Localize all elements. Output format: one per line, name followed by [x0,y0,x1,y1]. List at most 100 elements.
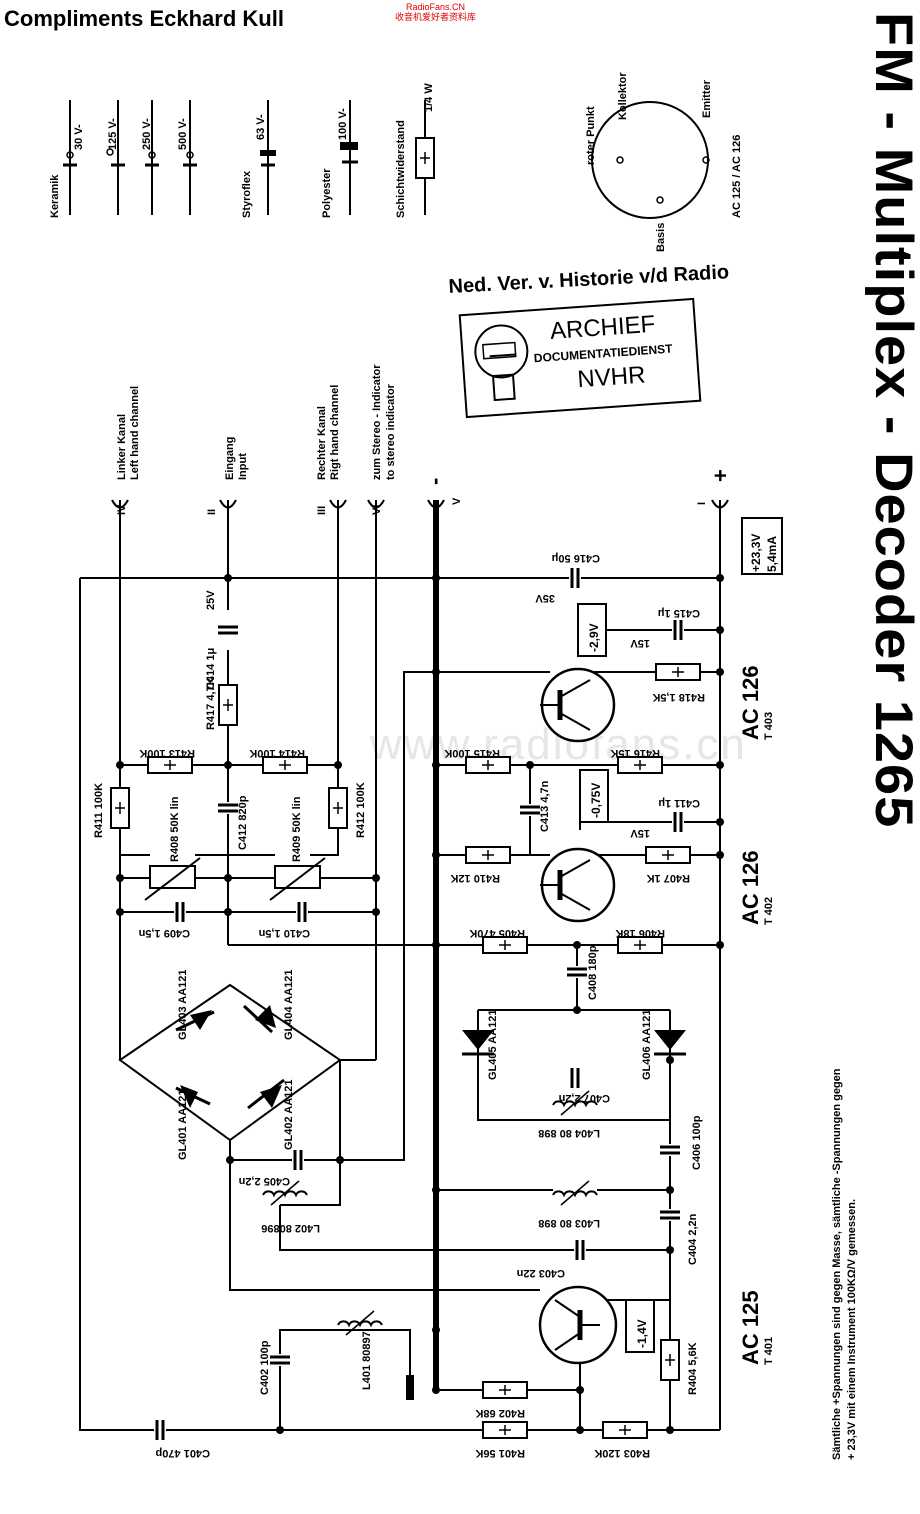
pin-emitter: Emitter [701,79,713,118]
svg-text:C409 1,5n: C409 1,5n [138,927,190,939]
svg-text:R403 120K: R403 120K [594,1447,650,1459]
legend-resistor-w: 1/4 W [423,83,435,112]
svg-text:R402 68K: R402 68K [475,1407,525,1419]
terminal-lugs [111,499,729,509]
svg-text:T 402: T 402 [763,897,775,925]
supply-box [741,517,783,575]
svg-text:C412 820p: C412 820p [237,795,249,850]
archive-stamp: ARCHIEF DOCUMENTATIEDIENST NVHR [458,297,702,419]
svg-text:AC 125: AC 125 [738,1290,763,1365]
svg-text:T 401: T 401 [763,1337,775,1365]
svg-text:L403 80 898: L403 80 898 [538,1217,600,1229]
svg-text:R408 50K lin: R408 50K lin [169,796,181,862]
svg-text:R404 5,6K: R404 5,6K [687,1342,699,1395]
diagram-title: FM - Multiplex - Decoder 1265 [864,12,920,829]
svg-text:C408 180p: C408 180p [587,945,599,1000]
svg-text:V: V [451,497,463,505]
pin-red-dot: roter Punkt [585,106,597,165]
svg-text:Rigt hand channel: Rigt hand channel [329,385,341,480]
svg-text:R413 100K: R413 100K [139,747,195,759]
svg-text:GL405 AA121: GL405 AA121 [487,1009,499,1080]
svg-text:L402 80896: L402 80896 [261,1222,320,1234]
svg-text:to stereo indicator: to stereo indicator [385,383,397,480]
wiring [79,500,721,1431]
svg-text:25V: 25V [205,590,217,610]
svg-text:IV: IV [116,504,128,515]
transistor-labels: AC 126 T 403 AC 126 T 402 AC 125 T 401 [738,665,775,1365]
svg-text:R401 56K: R401 56K [475,1447,525,1459]
part-labels: C416 50μ 35V C415 1μ 15V R418 1,5K R415 … [93,552,705,1459]
voltage-readouts: -2,9V -0,75V -1,4V [577,603,655,1353]
svg-text:GL403 AA121: GL403 AA121 [177,969,189,1040]
svg-text:R406 18K: R406 18K [615,927,665,939]
svg-text:R415 100K: R415 100K [444,747,500,759]
svg-text:Left hand channel: Left hand channel [129,386,141,480]
svg-text:R417 4,7K: R417 4,7K [205,677,217,730]
footnote: Sämtliche +Spannungen sind gegen Masse, … [831,1068,858,1460]
legend-keramik: Keramik [49,174,61,218]
pin-collector: Kollektor [617,72,629,120]
svg-text:R414 100K: R414 100K [249,747,305,759]
legend-keramik-v1: 30 V- [73,124,85,150]
svg-text:C414 1μ: C414 1μ [205,648,217,690]
svg-text:+: + [708,469,733,482]
svg-text:T 403: T 403 [763,712,775,740]
svg-text:Rechter Kanal: Rechter Kanal [316,406,328,480]
svg-text:15V: 15V [630,637,650,649]
svg-text:C404 2,2n: C404 2,2n [687,1213,699,1265]
svg-text:C401 470p: C401 470p [155,1447,210,1459]
svg-text:II: II [206,509,218,515]
svg-text:Eingang: Eingang [224,437,236,480]
svg-text:R416 15K: R416 15K [610,747,660,759]
svg-text:C411 1μ: C411 1μ [658,797,700,809]
svg-text:C410 1,5n: C410 1,5n [258,927,310,939]
svg-text:GL406 AA121: GL406 AA121 [641,1009,653,1080]
junction-dots [116,574,724,1434]
svg-text:C406 100p: C406 100p [691,1115,703,1170]
credit-text: Compliments Eckhard Kull [4,6,284,31]
svg-text:15V: 15V [630,827,650,839]
svg-text:R407 1K: R407 1K [647,872,690,884]
svg-text:-: - [422,478,447,485]
pinout-types: AC 125 / AC 126 [731,135,743,218]
svg-text:C402 100p: C402 100p [259,1340,271,1395]
transistor-t401 [538,1285,618,1365]
legend-styroflex-v: 63 V- [255,114,267,140]
svg-text:-1,4V: -1,4V [635,1319,649,1348]
svg-text:R418 1,5K: R418 1,5K [652,691,705,703]
svg-text:+23,3V: +23,3V [749,534,763,572]
svg-text:GL404 AA121: GL404 AA121 [283,969,295,1040]
svg-text:C415 1μ: C415 1μ [658,607,700,619]
transistor-t402 [540,847,616,923]
svg-text:Input: Input [237,453,249,480]
legend-polyester: Polyester [321,168,333,218]
svg-text:R411 100K: R411 100K [93,783,105,838]
svg-text:C403 22n: C403 22n [516,1267,565,1279]
legend-styroflex: Styroflex [241,170,253,218]
svg-text:AC 126: AC 126 [738,665,763,740]
component-legend: Keramik 30 V- 125 V- 250 V- 500 V- Styro… [49,72,743,252]
resistors [110,663,701,1439]
svg-text:AC 126: AC 126 [738,850,763,925]
svg-text:R409 50K lin: R409 50K lin [291,796,303,862]
svg-text:-0,75V: -0,75V [589,783,603,818]
svg-text:GL402 AA121: GL402 AA121 [283,1079,295,1150]
radio-tube-icon [474,324,529,402]
svg-text:-2,9V: -2,9V [587,623,601,652]
terminal-labels: IV Linker Kanal Left hand channel II Ein… [116,364,783,575]
svg-text:I: I [696,502,708,505]
svg-text:C407 2,2n: C407 2,2n [558,1092,610,1104]
legend-resistor: Schichtwiderstand [395,120,407,218]
svg-text:C405 2,2n: C405 2,2n [238,1175,290,1187]
svg-text:5,4mA: 5,4mA [765,536,779,572]
svg-text:L404 80 898: L404 80 898 [538,1127,600,1139]
svg-text:Sämtliche +Spannungen sind geg: Sämtliche +Spannungen sind gegen Masse, … [831,1068,843,1460]
legend-keramik-v3: 250 V- [141,118,153,150]
diode-bridge [175,1004,686,1110]
transistor-pinout-circle [591,101,709,219]
legend-polyester-v: 100 V- [337,108,349,140]
svg-text:GL401 AA121: GL401 AA121 [177,1089,189,1160]
svg-text:C416 50μ: C416 50μ [552,552,600,564]
